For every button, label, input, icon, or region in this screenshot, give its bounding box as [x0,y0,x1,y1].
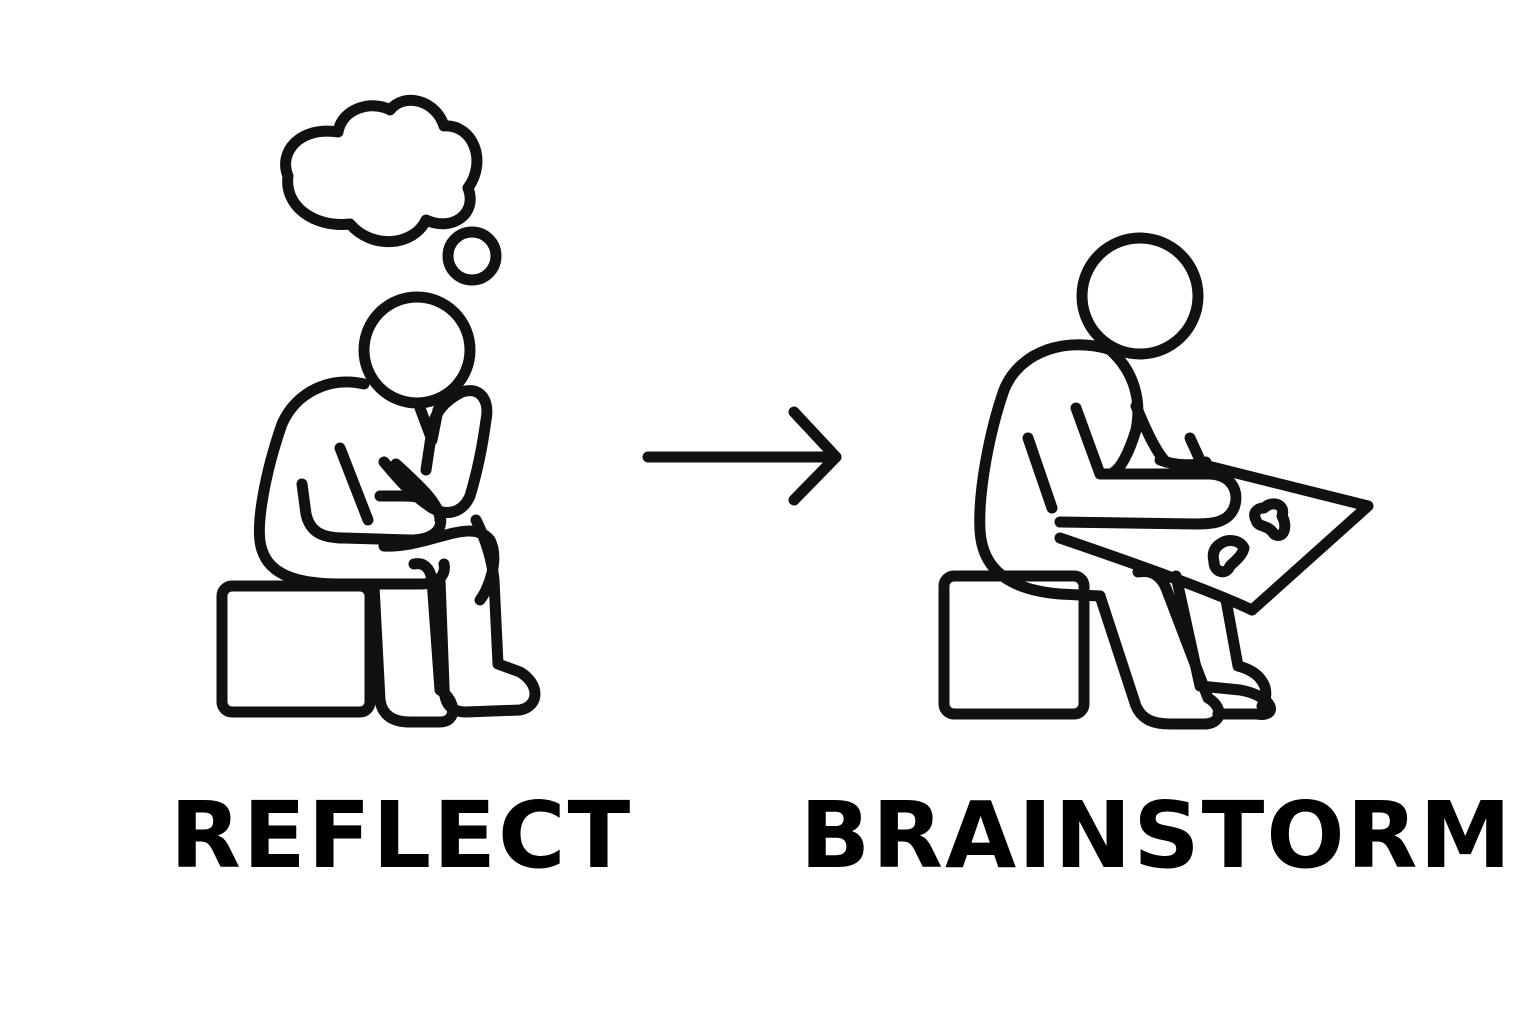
leg-back-left [368,558,459,728]
stool-right [938,570,1090,720]
doodle-shape-2 [1207,535,1250,578]
arm-right [1022,432,1058,514]
sketching-person-icon [938,232,1374,730]
head-left [358,291,476,409]
forearm-left [296,478,447,546]
thinking-person-icon [216,94,541,728]
pencil-icon [1184,432,1206,466]
leg-front-left [434,514,541,718]
torso-inner-left [334,442,374,526]
thought-bubble-small [442,226,502,286]
arrow-right-icon [642,406,842,506]
torso-right [974,339,1118,602]
thought-cloud-icon [280,94,483,248]
doodle-shape-1 [1249,498,1291,541]
sketchpad-icon [1054,458,1374,616]
torso-left [254,376,450,590]
step-label-brainstorm: BRAINSTORM [800,782,1514,889]
stool-left [216,580,376,718]
head-right [1076,232,1204,360]
step-label-reflect: REFLECT [170,782,633,889]
